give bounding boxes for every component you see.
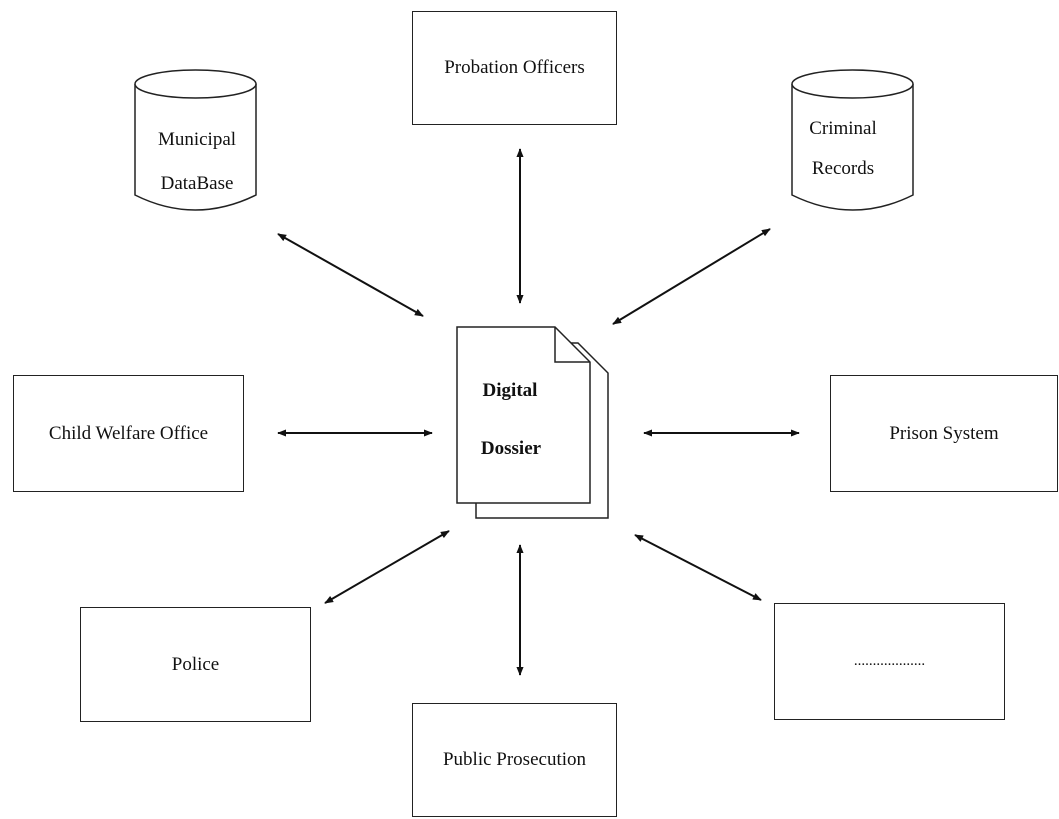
criminal-records-cylinder: Criminal Records bbox=[791, 69, 914, 211]
criminal-records-label-line1: Criminal bbox=[809, 118, 877, 139]
public-prosecution-label: Public Prosecution bbox=[442, 749, 587, 770]
other-organization-label: ................... bbox=[853, 653, 926, 669]
arrow-municipal-database bbox=[277, 233, 424, 317]
public-prosecution-box: Public Prosecution bbox=[412, 703, 617, 817]
prison-system-label: Prison System bbox=[889, 422, 999, 444]
criminal-records-label-line2: Records bbox=[812, 158, 874, 179]
child-welfare-office-box: Child Welfare Office bbox=[13, 375, 244, 492]
digital-dossier-label-line2: Dossier bbox=[481, 438, 542, 459]
police-label: Police bbox=[171, 653, 220, 675]
probation-officers-box: Probation Officers bbox=[412, 11, 617, 125]
digital-dossier-document: Digital Dossier bbox=[456, 326, 609, 519]
arrow-police bbox=[324, 530, 450, 604]
other-organization-box: ................... bbox=[774, 603, 1005, 720]
arrow-criminal-records bbox=[612, 228, 771, 325]
digital-dossier-label-line1: Digital bbox=[483, 380, 538, 401]
arrow-other bbox=[634, 534, 762, 601]
probation-officers-label: Probation Officers bbox=[444, 57, 585, 78]
municipal-database-cylinder: Municipal DataBase bbox=[134, 69, 257, 211]
municipal-database-label-line2: DataBase bbox=[161, 173, 234, 194]
prison-system-box: Prison System bbox=[830, 375, 1058, 492]
municipal-database-label-line1: Municipal bbox=[158, 129, 236, 150]
child-welfare-office-label: Child Welfare Office bbox=[48, 422, 209, 444]
police-box: Police bbox=[80, 607, 311, 722]
